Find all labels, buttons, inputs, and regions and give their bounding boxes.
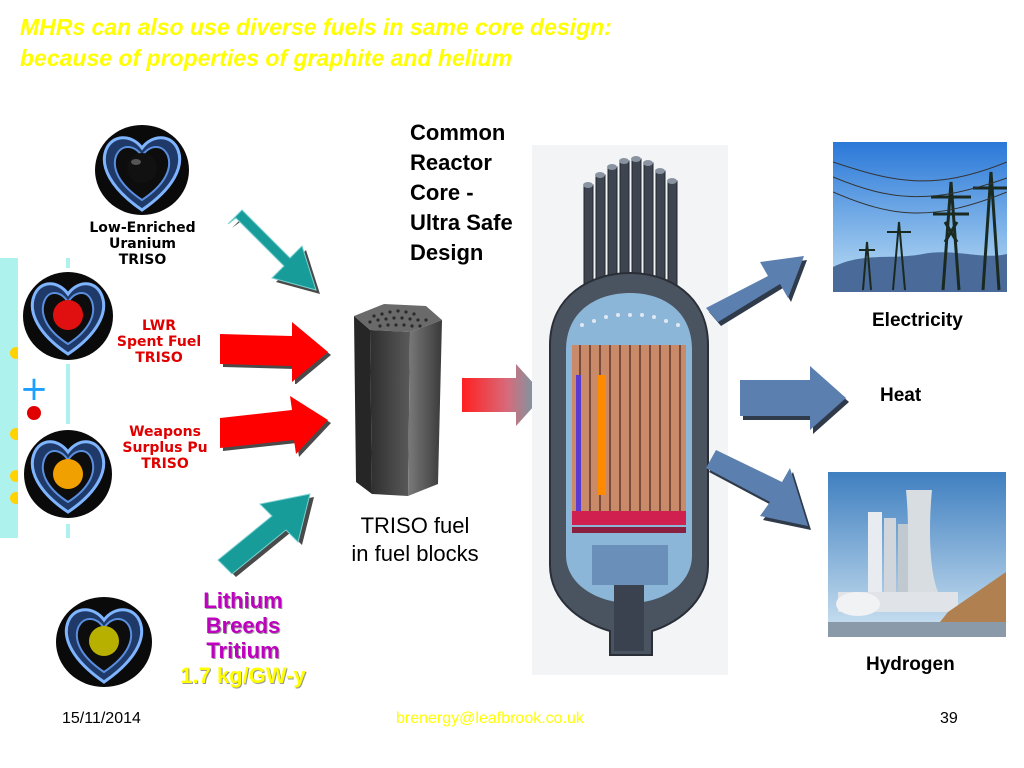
footer-email: brenergy@leafbrook.co.uk [396,710,584,727]
fuel-label-leu: Low-Enriched Uranium TRISO [89,220,196,268]
leu-triso-particle-icon [95,125,189,215]
fuel-label-lwr: LWR Spent Fuel TRISO [116,318,202,366]
arrow-lwr-to-block [220,322,331,384]
arrow-to-electricity [706,256,807,326]
common-core-label: Common Reactor Core - Ultra Safe Design [410,120,513,265]
output-hydrogen-label: Hydrogen [866,654,955,675]
arrow-lithium-to-block [217,493,314,577]
hydrogen-plant-image [828,472,1006,637]
reactor-vessel-image [532,145,728,675]
svg-text:+: + [20,369,49,409]
weapons-pu-particle-icon [18,424,118,524]
graphite-fuel-block-image [354,304,442,496]
footer-date: 15/11/2014 [62,710,141,727]
fuel-block-caption: TRISO fuel in fuel blocks [351,513,479,566]
output-heat-label: Heat [880,385,922,406]
footer-page-number: 39 [940,710,958,727]
output-electricity-label: Electricity [872,310,963,331]
slide-title: MHRs can also use diverse fuels in same … [20,12,800,74]
electricity-pylons-image [833,142,1007,292]
fuel-label-pu: Weapons Surplus Pu TRISO [122,424,208,472]
arrow-block-to-core [462,364,544,426]
arrow-to-heat [740,366,849,434]
arrow-to-hydrogen [706,450,811,530]
title-line-1: MHRs can also use diverse fuels in same … [20,14,612,40]
lithium-label: Lithium Breeds Tritium 1.7 kg/GW-y [180,588,306,688]
title-line-2: because of properties of graphite and he… [20,45,513,71]
arrow-leu-to-block [227,209,320,294]
lithium-particle-icon [56,597,152,687]
arrow-pu-to-block [220,396,331,457]
lwr-spent-fuel-particle-icon [18,268,118,364]
